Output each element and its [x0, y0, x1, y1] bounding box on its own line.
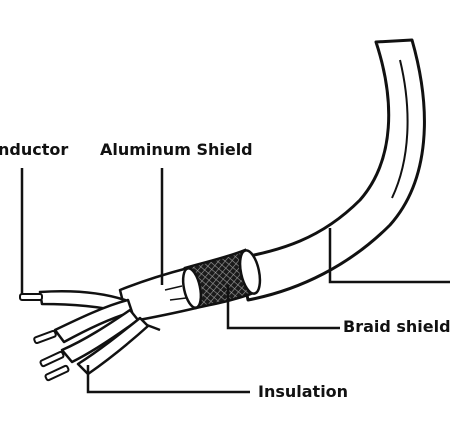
outer-jacket [238, 38, 426, 302]
leader-insulation [86, 365, 250, 394]
leader-jacket [328, 228, 450, 284]
braid-shield [183, 248, 262, 310]
leader-lines [20, 168, 450, 394]
label-braid-shield: Braid shield [343, 317, 450, 336]
label-insulation: Insulation [258, 382, 349, 401]
insulated-conductors [38, 290, 150, 376]
conductor-tips [19, 293, 70, 382]
leader-braid [226, 285, 340, 330]
jacket-highlight [391, 59, 409, 199]
label-conductor: nductor [0, 140, 69, 159]
label-aluminum-shield: Aluminum Shield [100, 140, 253, 159]
